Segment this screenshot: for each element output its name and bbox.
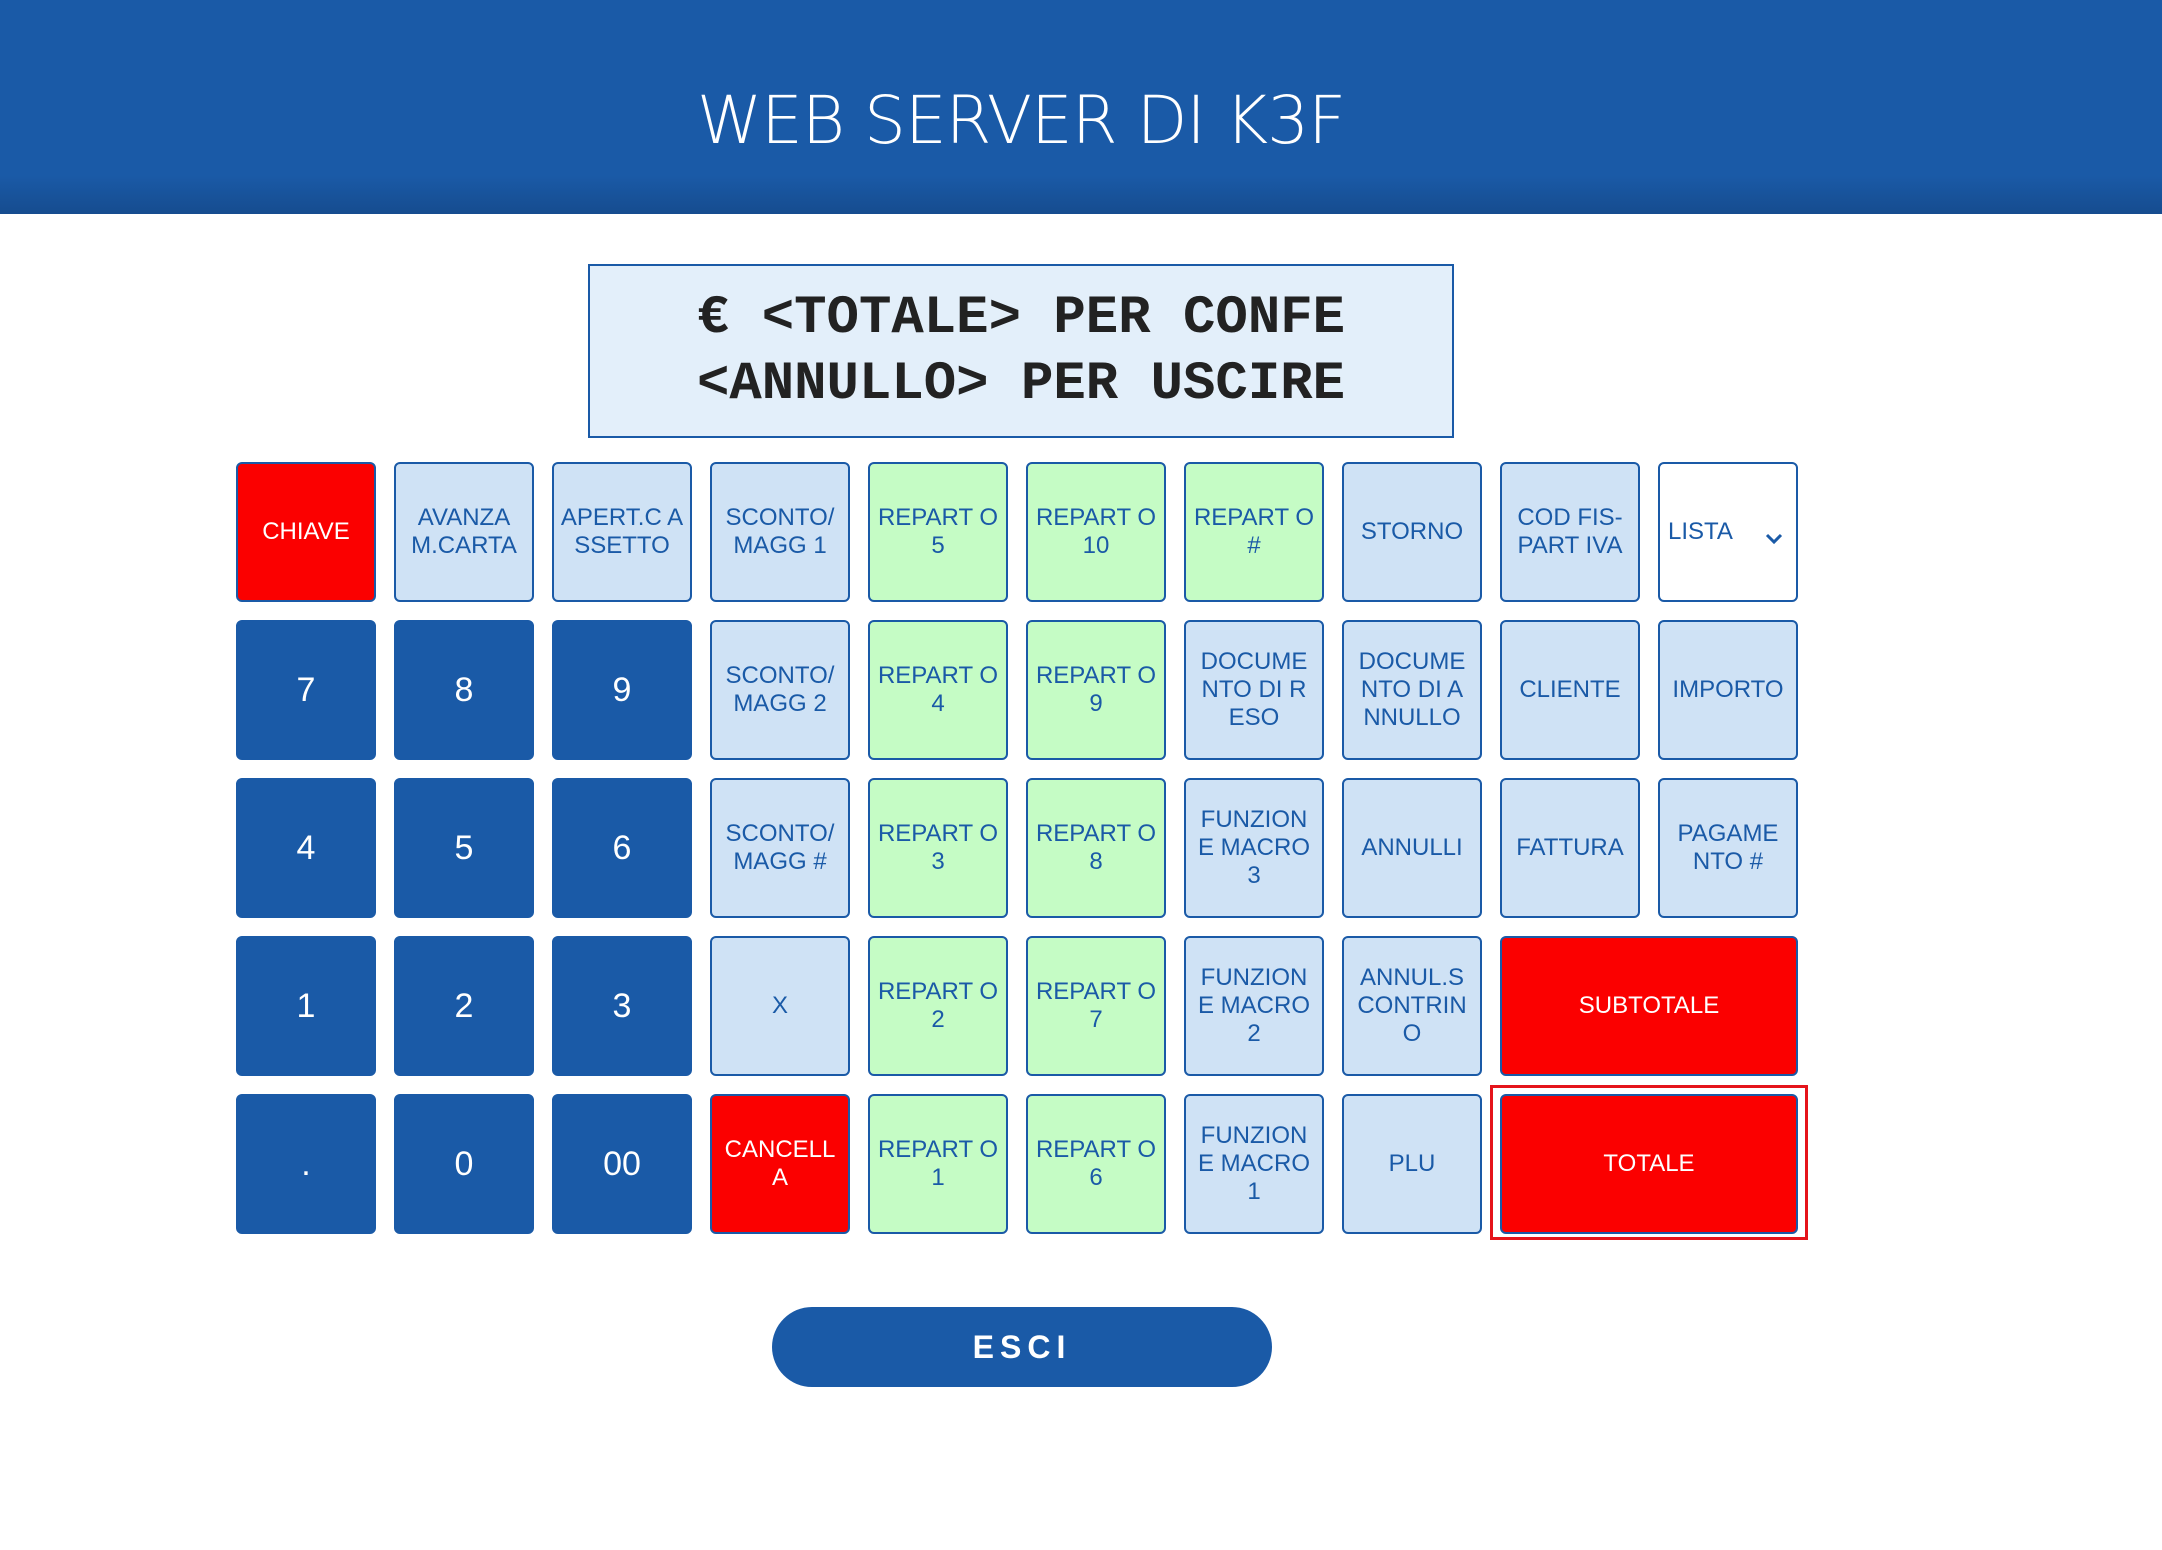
key-funzione-macro-3[interactable]: FUNZION E MACRO 3 — [1184, 778, 1324, 918]
register-display: € <TOTALE> PER CONFE <ANNULLO> PER USCIR… — [588, 264, 1454, 438]
key-reparto-4[interactable]: REPART O 4 — [868, 620, 1008, 760]
key-00[interactable]: 00 — [552, 1094, 692, 1234]
display-line-1: € <TOTALE> PER CONFE — [696, 288, 1346, 349]
key-reparto-1[interactable]: REPART O 1 — [868, 1094, 1008, 1234]
key-5[interactable]: 5 — [394, 778, 534, 918]
key-4[interactable]: 4 — [236, 778, 376, 918]
key-sconto-magg-1[interactable]: SCONTO/ MAGG 1 — [710, 462, 850, 602]
key-reparto-hash[interactable]: REPART O # — [1184, 462, 1324, 602]
lista-select-label: LISTA — [1668, 518, 1733, 545]
key-cancella[interactable]: CANCELL A — [710, 1094, 850, 1234]
key-dot[interactable]: . — [236, 1094, 376, 1234]
chevron-down-icon — [1764, 525, 1784, 545]
key-funzione-macro-2[interactable]: FUNZION E MACRO 2 — [1184, 936, 1324, 1076]
lista-select[interactable]: LISTA — [1658, 462, 1798, 602]
key-reparto-8[interactable]: REPART O 8 — [1026, 778, 1166, 918]
key-plu[interactable]: PLU — [1342, 1094, 1482, 1234]
key-reparto-3[interactable]: REPART O 3 — [868, 778, 1008, 918]
key-sconto-magg-2[interactable]: SCONTO/ MAGG 2 — [710, 620, 850, 760]
header-bar: WEB SERVER DI K3F — [0, 0, 2162, 214]
key-2[interactable]: 2 — [394, 936, 534, 1076]
key-documento-reso[interactable]: DOCUME NTO DI R ESO — [1184, 620, 1324, 760]
key-documento-annullo[interactable]: DOCUME NTO DI A NNULLO — [1342, 620, 1482, 760]
key-subtotale[interactable]: SUBTOTALE — [1500, 936, 1798, 1076]
key-reparto-10[interactable]: REPART O 10 — [1026, 462, 1166, 602]
key-chiave[interactable]: CHIAVE — [236, 462, 376, 602]
key-x[interactable]: X — [710, 936, 850, 1076]
key-3[interactable]: 3 — [552, 936, 692, 1076]
key-funzione-macro-1[interactable]: FUNZION E MACRO 1 — [1184, 1094, 1324, 1234]
key-importo[interactable]: IMPORTO — [1658, 620, 1798, 760]
key-apertura-cassetto[interactable]: APERT.C ASSETTO — [552, 462, 692, 602]
key-annulli[interactable]: ANNULLI — [1342, 778, 1482, 918]
key-reparto-9[interactable]: REPART O 9 — [1026, 620, 1166, 760]
key-sconto-magg-hash[interactable]: SCONTO/ MAGG # — [710, 778, 850, 918]
key-reparto-6[interactable]: REPART O 6 — [1026, 1094, 1166, 1234]
key-reparto-2[interactable]: REPART O 2 — [868, 936, 1008, 1076]
key-7[interactable]: 7 — [236, 620, 376, 760]
key-totale[interactable]: TOTALE — [1500, 1094, 1798, 1234]
page-title: WEB SERVER DI K3F — [696, 82, 1346, 159]
key-9[interactable]: 9 — [552, 620, 692, 760]
key-8[interactable]: 8 — [394, 620, 534, 760]
key-pagamento-hash[interactable]: PAGAME NTO # — [1658, 778, 1798, 918]
key-6[interactable]: 6 — [552, 778, 692, 918]
key-reparto-5[interactable]: REPART O 5 — [868, 462, 1008, 602]
key-cliente[interactable]: CLIENTE — [1500, 620, 1640, 760]
key-1[interactable]: 1 — [236, 936, 376, 1076]
display-line-2: <ANNULLO> PER USCIRE — [696, 354, 1346, 415]
key-storno[interactable]: STORNO — [1342, 462, 1482, 602]
keypad: CHIAVE AVANZA M.CARTA APERT.C ASSETTO SC… — [236, 462, 1798, 1234]
key-annul-scontrino[interactable]: ANNUL.S CONTRIN O — [1342, 936, 1482, 1076]
key-cod-fis-part-iva[interactable]: COD FIS- PART IVA — [1500, 462, 1640, 602]
exit-button[interactable]: ESCI — [772, 1307, 1272, 1387]
key-reparto-7[interactable]: REPART O 7 — [1026, 936, 1166, 1076]
key-0[interactable]: 0 — [394, 1094, 534, 1234]
key-avanza-carta[interactable]: AVANZA M.CARTA — [394, 462, 534, 602]
key-fattura[interactable]: FATTURA — [1500, 778, 1640, 918]
